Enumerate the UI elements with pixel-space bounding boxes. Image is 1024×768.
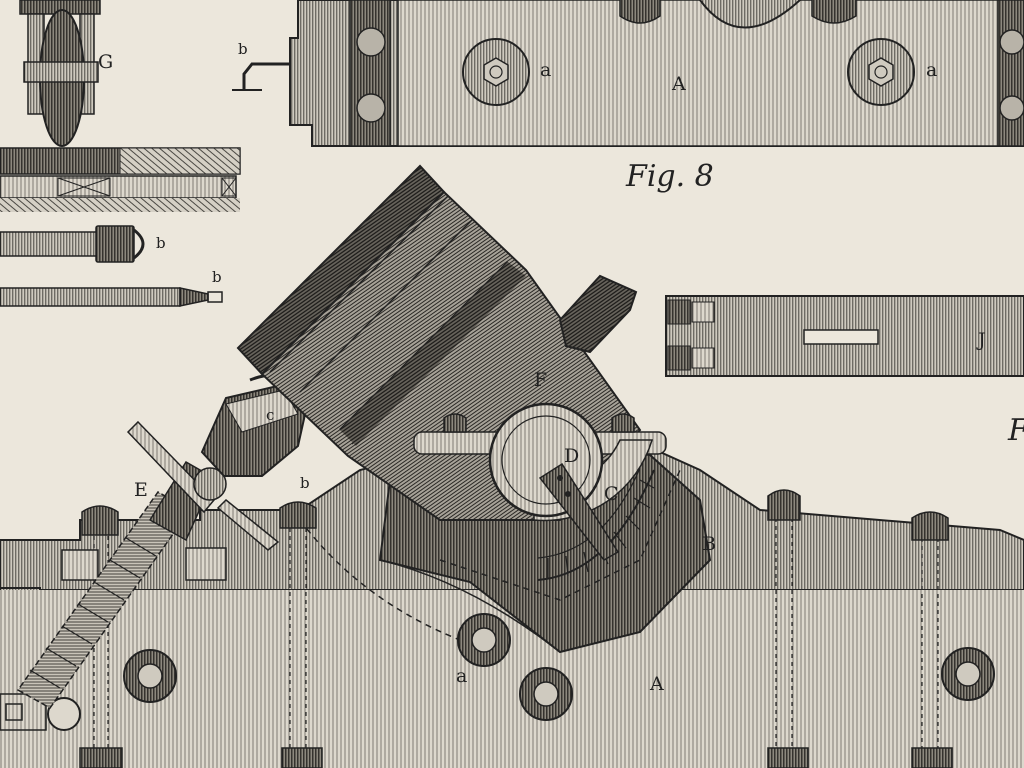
label-a-top: A — [671, 73, 686, 95]
label-g: G — [98, 51, 113, 73]
label-b-left-1: b — [156, 234, 166, 252]
mortar-bed — [0, 438, 1024, 768]
label-b: B — [702, 533, 716, 555]
label-b-mid: b — [300, 474, 310, 492]
label-b-left-2: b — [212, 268, 222, 286]
label-e: E — [134, 479, 148, 501]
bar-j — [665, 295, 1024, 377]
label-a-top-left: a — [540, 59, 551, 81]
label-d: D — [564, 445, 579, 467]
top-beam — [232, 0, 1024, 147]
clamp-c — [200, 373, 314, 477]
label-a-bottom: a — [456, 665, 467, 687]
left-rail — [0, 147, 241, 212]
labels: Fig. 8 G b a A a b b J F c D C E b B a A… — [98, 40, 1024, 695]
figure-title: Fig. 8 — [625, 159, 714, 194]
trunnion-quadrant — [413, 402, 667, 581]
label-b-top: b — [238, 40, 248, 58]
label-a-bottom-cap: A — [649, 673, 664, 695]
pin-tool — [0, 287, 223, 307]
label-f: F — [534, 369, 547, 391]
label-c-small: c — [266, 406, 274, 424]
rammer-tool — [0, 225, 145, 263]
label-c: C — [604, 483, 619, 505]
label-a-top-right: a — [926, 59, 937, 81]
elevating-screw — [16, 420, 280, 709]
wheel-g — [19, 0, 101, 147]
label-j: J — [976, 329, 986, 351]
partial-figure-letter: F — [1007, 413, 1024, 448]
